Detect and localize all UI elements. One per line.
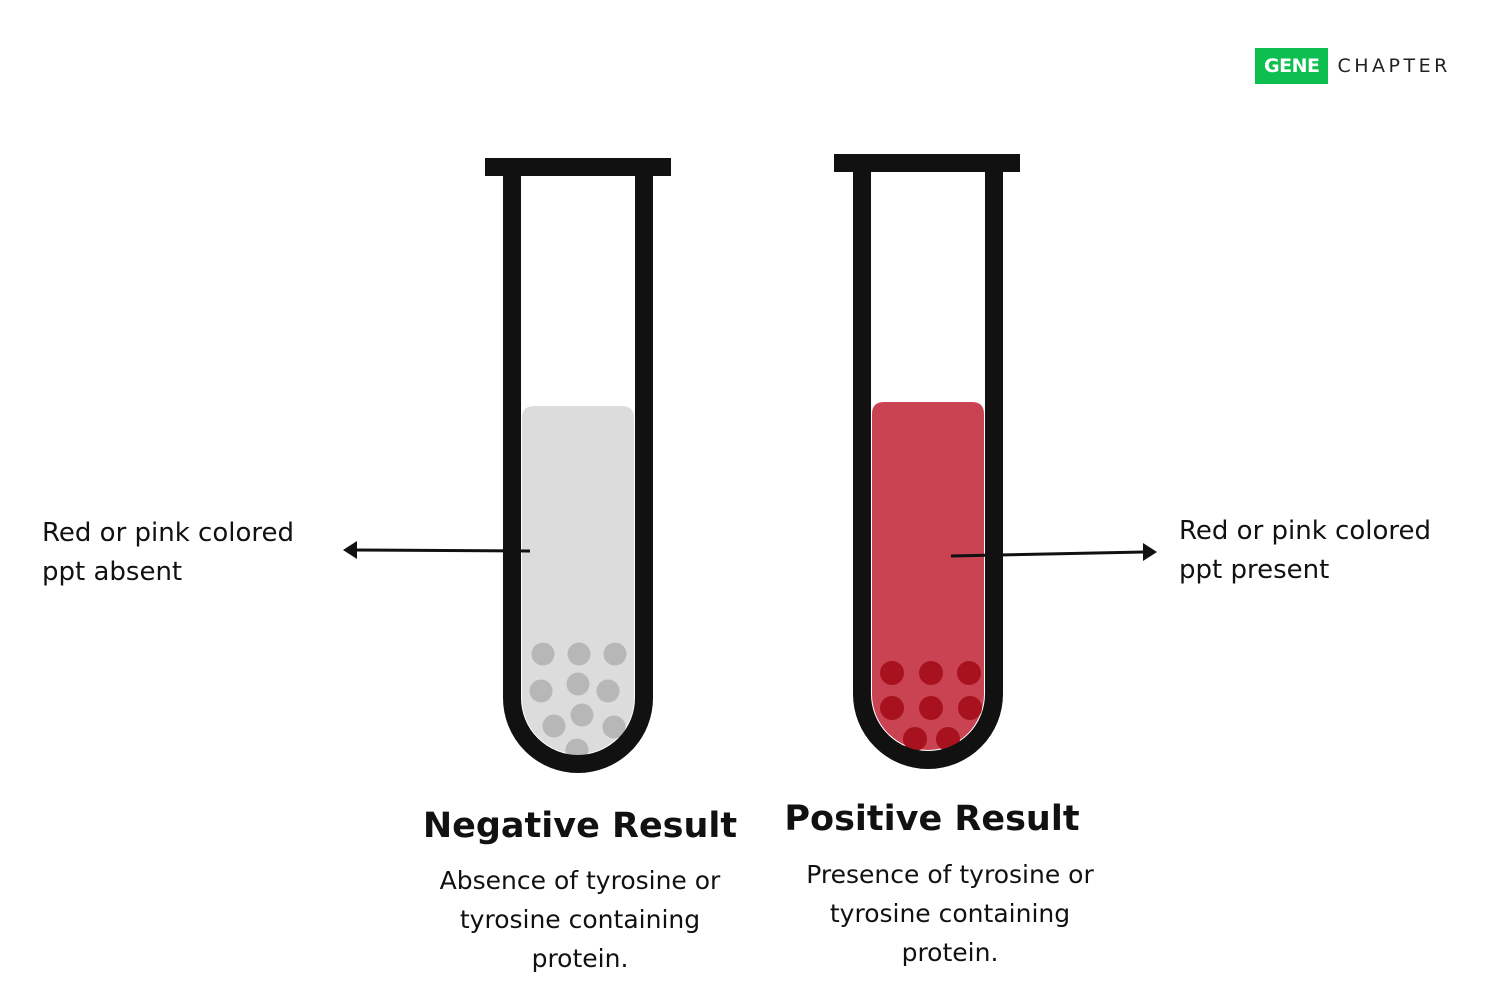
negative-tube-rim — [485, 158, 671, 176]
precipitate-dot — [880, 696, 904, 720]
precipitate-dot — [596, 679, 620, 703]
annotation-line: Red or pink colored — [1179, 516, 1432, 546]
positive-result-description: Presence of tyrosine or tyrosine contain… — [770, 855, 1130, 972]
positive-liquid — [872, 402, 984, 750]
negative-tube-body — [503, 170, 653, 773]
precipitate-dot — [903, 727, 927, 751]
precipitate-dot — [880, 661, 904, 685]
positive-result-title: Positive Result — [784, 799, 1080, 839]
negative-precipitate-dots — [529, 642, 627, 762]
description-line: protein. — [901, 938, 999, 967]
description-line: tyrosine containing — [829, 899, 1071, 928]
description-line: tyrosine containing — [459, 905, 701, 934]
annotation-line: Red or pink colored — [42, 518, 295, 548]
positive-tube-body — [853, 166, 1003, 769]
positive-precipitate-dots — [880, 661, 982, 751]
negative-liquid — [522, 406, 634, 754]
logo-gene-mark: GENE — [1255, 48, 1329, 84]
precipitate-dot — [529, 679, 553, 703]
precipitate-dot — [567, 642, 591, 666]
precipitate-dot — [570, 703, 594, 727]
precipitate-dot — [603, 642, 627, 666]
description-line: protein. — [531, 944, 629, 973]
description-line: Absence of tyrosine or — [439, 866, 721, 895]
precipitate-dot — [958, 696, 982, 720]
precipitate-dot — [531, 642, 555, 666]
precipitate-dot — [919, 661, 943, 685]
precipitate-dot — [957, 661, 981, 685]
gene-chapter-logo: GENE CHAPTER — [1255, 48, 1451, 84]
negative-tube — [485, 158, 671, 773]
precipitate-dot — [566, 672, 590, 696]
negative-result-description: Absence of tyrosine or tyrosine containi… — [400, 861, 760, 978]
description-line: Presence of tyrosine or — [806, 860, 1094, 889]
annotation-line: ppt present — [1179, 555, 1330, 585]
ppt-present-annotation: Red or pink colored ppt present — [1179, 512, 1431, 590]
ppt-absent-annotation: Red or pink colored ppt absent — [42, 514, 294, 592]
precipitate-dot — [542, 714, 566, 738]
precipitate-dot — [602, 715, 626, 739]
positive-tube — [834, 154, 1020, 769]
left-arrow — [343, 541, 531, 559]
logo-chapter-text: CHAPTER — [1337, 55, 1451, 77]
negative-result-title: Negative Result — [422, 806, 738, 846]
positive-tube-rim — [834, 154, 1020, 172]
right-arrow — [950, 543, 1157, 561]
precipitate-dot — [919, 696, 943, 720]
annotation-line: ppt absent — [42, 557, 183, 587]
